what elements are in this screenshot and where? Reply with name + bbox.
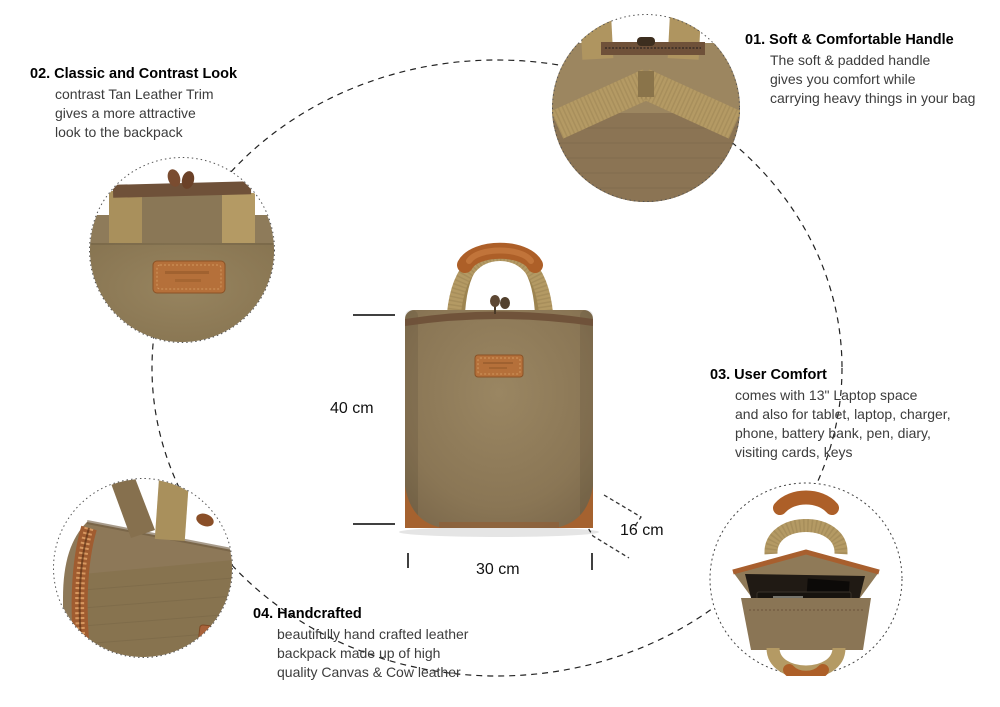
backpack-photo: [399, 242, 599, 537]
leather-bottom-corners: [405, 486, 593, 528]
depth-dimension-label: 16 cm: [620, 522, 664, 539]
webbing-strap: [154, 479, 190, 541]
feature-line: carrying heavy things in your bag: [770, 90, 976, 106]
zipper-pull: [196, 513, 214, 527]
detail-photo-handle: [551, 13, 741, 203]
depth-dimension-bracket: [584, 494, 642, 559]
leather-grip-top: [773, 490, 839, 515]
feature-line: look to the backpack: [55, 124, 183, 140]
feature-line: gives a more attractive: [55, 105, 196, 121]
feature-line: beautifully hand crafted leather: [277, 626, 469, 642]
width-dimension-ticks: [407, 553, 593, 570]
feature-line: backpack made up of high: [277, 645, 441, 661]
zipper-pulls: [490, 295, 510, 314]
width-dimension-label: 30 cm: [476, 561, 520, 578]
feature-line: contrast Tan Leather Trim: [55, 86, 214, 102]
open-bag: [732, 490, 880, 676]
feature-line: The soft & padded handle: [770, 52, 931, 68]
crossing-straps: [552, 69, 740, 139]
detail-photo-leather-trim: [89, 157, 275, 343]
feature-line: phone, battery bank, pen, diary,: [735, 425, 931, 441]
leather-grip-bottom: [783, 664, 829, 676]
feature-block-02: 02. Classic and Contrast Look contrast T…: [30, 65, 237, 142]
leather-zipper-strip: [71, 525, 97, 657]
dashed-ring: [151, 59, 843, 677]
height-dimension-ticks: [353, 314, 395, 525]
bag-shadow: [399, 527, 599, 537]
bag-handles: [446, 242, 554, 335]
feature-block-04: 04. Handcrafted beautifully hand crafted…: [253, 605, 468, 682]
bag-body: [405, 295, 593, 528]
detail-photo-handcrafted: [53, 478, 233, 658]
leather-label-patch: [197, 624, 227, 648]
back-strap: [109, 479, 155, 538]
zipper-pulls: [167, 169, 195, 189]
zipper-pull: [637, 37, 655, 46]
leather-label-patch: [474, 354, 524, 378]
feature-block-01: 01. Soft & Comfortable Handle The soft &…: [745, 31, 975, 108]
feature-line: visiting cards, keys: [735, 444, 853, 460]
feature-line: quality Canvas & Cow leather: [277, 664, 461, 680]
feature-line: and also for tablet, laptop, charger,: [735, 406, 951, 422]
detail-photo-open-bag: [709, 482, 903, 676]
feature-title-03: 03. User Comfort: [710, 367, 827, 383]
feature-title-04: 04. Handcrafted: [253, 606, 362, 622]
feature-block-03: 03. User Comfort comes with 13" Laptop s…: [710, 366, 951, 462]
feature-title-02: 02. Classic and Contrast Look: [30, 66, 238, 82]
feature-title-01: 01. Soft & Comfortable Handle: [745, 32, 954, 48]
feature-line: comes with 13" Laptop space: [735, 387, 918, 403]
feature-line: gives you comfort while: [770, 71, 916, 87]
height-dimension-label: 40 cm: [330, 400, 374, 417]
leather-label-patch: [152, 260, 226, 294]
